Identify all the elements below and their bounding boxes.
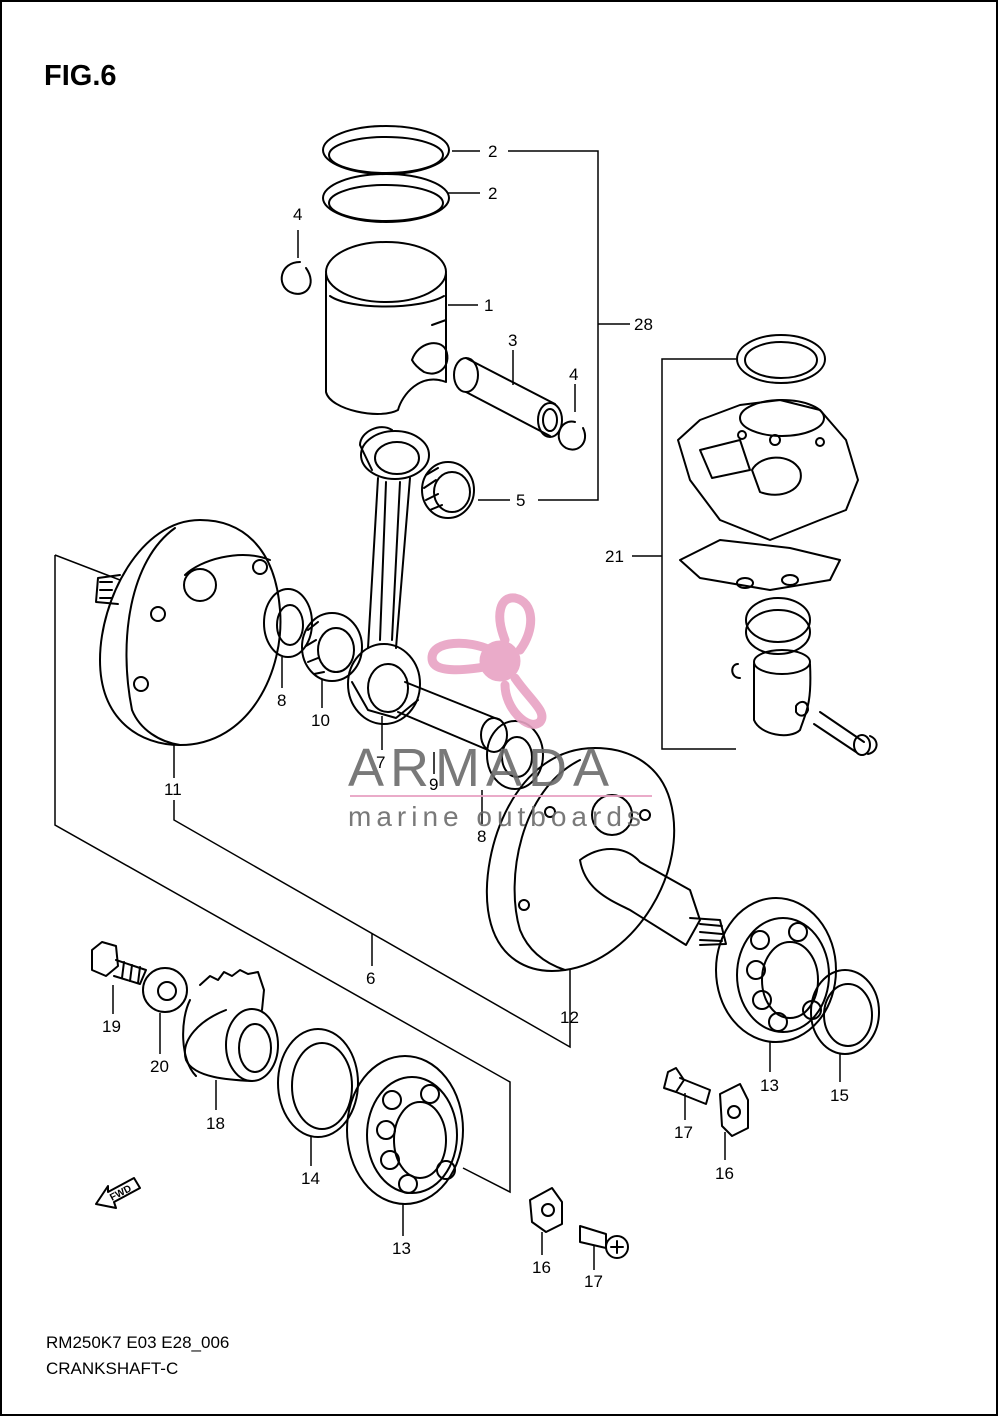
connecting-rod (347, 426, 430, 725)
crankshaft-right-half (486, 747, 727, 972)
callout-1: 1 (484, 296, 493, 315)
fwd-arrow-icon (95, 1177, 141, 1209)
callout-28: 28 (634, 315, 653, 334)
callout-12: 12 (560, 1008, 579, 1027)
thrust-washer-left (263, 588, 313, 658)
callout-17-right: 17 (674, 1123, 693, 1142)
callout-16-right: 16 (715, 1164, 734, 1183)
crankshaft-left-half (95, 519, 282, 746)
watermark-brand: ARMADA (348, 738, 615, 798)
oil-seal-left (277, 1028, 359, 1138)
primary-drive-gear (182, 969, 279, 1082)
callout-14: 14 (301, 1169, 320, 1188)
callout-4-right: 4 (569, 365, 578, 384)
callout-15: 15 (830, 1086, 849, 1105)
watermark-logo: ARMADA marine outboards (348, 593, 652, 832)
figure-title: FIG.6 (44, 60, 117, 92)
callout-17-left: 17 (584, 1272, 603, 1291)
screw-left (579, 1225, 629, 1259)
circlip-left (280, 261, 312, 295)
piston-ring-upper (322, 125, 450, 175)
crankshaft-bearing-left (346, 1055, 464, 1205)
callout-20: 20 (150, 1057, 169, 1076)
crank-pin (397, 681, 508, 753)
kit-bracket-28 (452, 150, 630, 501)
callout-8-left: 8 (277, 691, 286, 710)
screw-right (663, 1067, 711, 1105)
small-end-bearing (421, 461, 475, 519)
callout-6: 6 (366, 969, 375, 988)
callout-11: 11 (164, 780, 182, 799)
callout-13-right: 13 (760, 1076, 779, 1095)
oil-seal-right (810, 969, 880, 1055)
circlip-right (557, 420, 586, 451)
callout-2-lower: 2 (488, 184, 497, 203)
piston-pin (453, 357, 563, 438)
callout-13-left: 13 (392, 1239, 411, 1258)
assembly-bracket-6 (54, 554, 571, 1194)
piston-ring-lower (322, 173, 450, 223)
big-end-bearing (301, 612, 363, 682)
callout-16-left: 16 (532, 1258, 551, 1277)
fwd-label: FWD (108, 1183, 133, 1203)
watermark-tagline: marine outboards (348, 801, 646, 832)
callout-21: 21 (605, 547, 624, 566)
cylinder-kit (677, 334, 878, 756)
assembly-name: CRANKSHAFT-C (46, 1359, 179, 1378)
callout-10: 10 (311, 711, 330, 730)
piston (325, 241, 449, 415)
bearing-retainer-right (719, 1083, 749, 1137)
callout-19: 19 (102, 1017, 121, 1036)
callout-3: 3 (508, 331, 517, 350)
bolt (91, 941, 147, 985)
callout-18: 18 (206, 1114, 225, 1133)
callout-5: 5 (516, 491, 525, 510)
bearing-retainer-left (529, 1187, 563, 1233)
callout-8-right: 8 (477, 827, 486, 846)
kit-bracket-21 (632, 358, 736, 750)
callout-4-left: 4 (293, 205, 302, 224)
callout-2-upper: 2 (488, 142, 497, 161)
drawing-code: RM250K7 E03 E28_006 (46, 1333, 230, 1352)
crankshaft-bearing-right (715, 897, 837, 1043)
thrust-washer-right (486, 720, 544, 790)
callout-9: 9 (429, 775, 438, 794)
callout-7: 7 (376, 753, 385, 772)
propeller-icon (427, 593, 547, 729)
washer (142, 967, 188, 1013)
